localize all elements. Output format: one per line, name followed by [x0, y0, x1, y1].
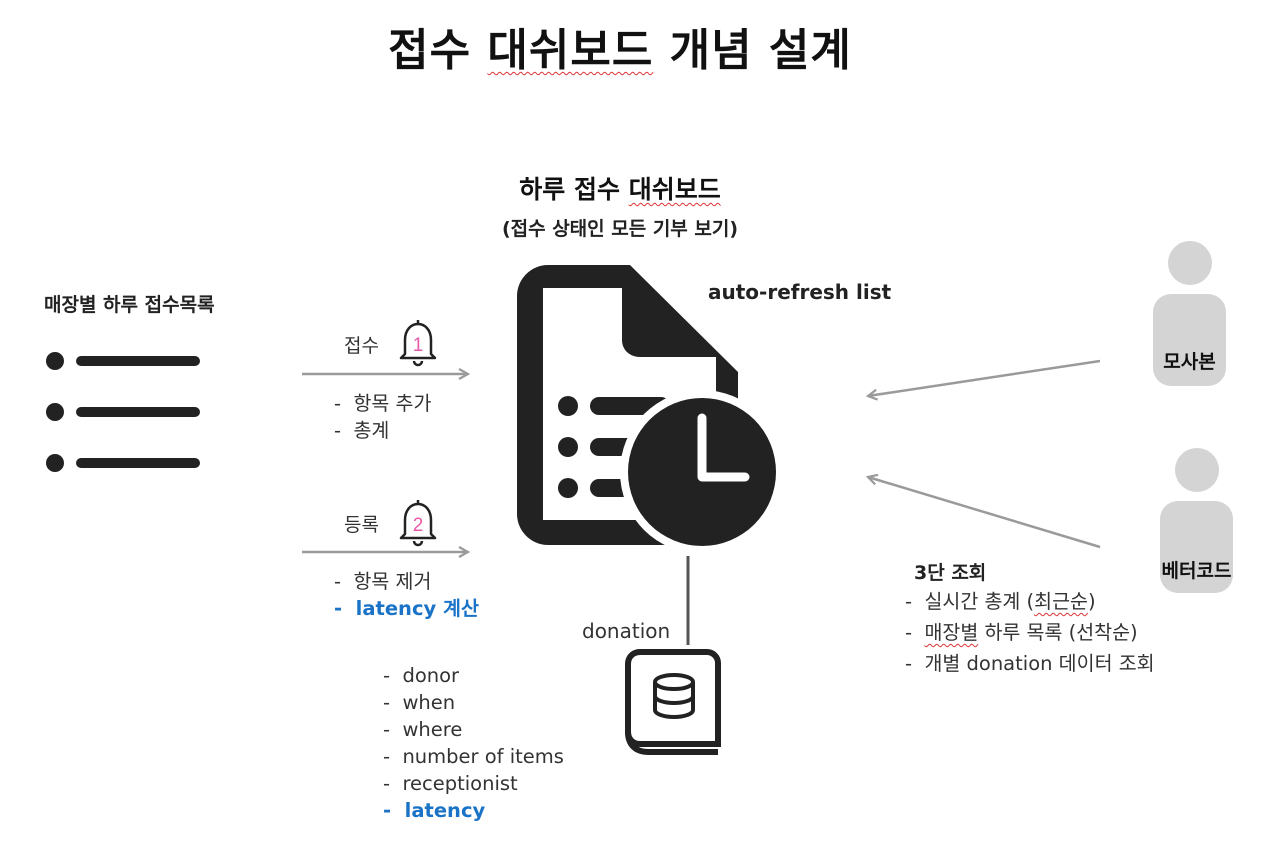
dashboard-title: 하루 접수 대쉬보드 — [420, 170, 820, 206]
bell-icon — [399, 320, 437, 367]
field-item: number of items — [383, 743, 564, 770]
lookup-item1-suffix: ) — [1087, 590, 1096, 613]
person-icon — [1160, 448, 1233, 593]
person-icon — [1153, 241, 1226, 386]
field-item: donor — [383, 662, 564, 689]
bell-icon — [399, 500, 437, 547]
dashboard-title-squiggle: 대쉬보드 — [628, 175, 721, 204]
flow2-item: 항목 제거 — [334, 568, 479, 595]
flow2-items: 항목 제거 latency 계산 — [334, 568, 479, 622]
flow1-item: 총계 — [334, 417, 431, 444]
bell-badge-1: 1 — [413, 335, 424, 356]
auto-refresh-label: auto-refresh list — [708, 280, 892, 304]
lookup-item: 개별 donation 데이터 조회 — [905, 648, 1154, 679]
dashboard-title-prefix: 하루 접수 — [519, 175, 629, 204]
user2-arrow — [868, 477, 1101, 549]
field-item: where — [383, 716, 564, 743]
flow1-label: 접수 — [344, 335, 379, 357]
lookup-item1-prefix: 실시간 총계 ( — [924, 590, 1035, 613]
user1-label: 모사본 — [1163, 351, 1216, 373]
title-suffix: 개념 설계 — [653, 25, 852, 76]
user2-label: 베터코드 — [1161, 560, 1232, 582]
lookup-item2-suffix: 하루 목록 (선착순) — [978, 621, 1138, 644]
flow1-item: 항목 추가 — [334, 390, 431, 417]
flow1-items: 항목 추가 총계 — [334, 390, 431, 444]
donation-fields: donor when where number of items recepti… — [383, 662, 564, 824]
lookup-item: 매장별 하루 목록 (선착순) — [905, 617, 1155, 648]
title-squiggle: 대쉬보드 — [487, 25, 654, 76]
user1-arrow — [868, 359, 1101, 396]
page-title: 접수 대쉬보드 개념 설계 — [0, 14, 1240, 78]
lookup-title: 3단 조회 — [914, 562, 987, 584]
lookup-items: 실시간 총계 (최근순) 매장별 하루 목록 (선착순) 개별 donation… — [905, 586, 1155, 679]
store-list-title: 매장별 하루 접수목록 — [44, 294, 215, 316]
document-clock-icon — [517, 265, 784, 554]
bullet-list-icon — [46, 352, 200, 472]
field-highlight-item: latency — [383, 797, 564, 824]
lookup-item2-squiggle: 매장별 — [924, 621, 979, 644]
dashboard-note: (접수 상태인 모든 기부 보기) — [501, 218, 739, 240]
title-prefix: 접수 — [388, 25, 488, 76]
lookup-item1-squiggle: 최근순 — [1034, 590, 1088, 613]
flow2-label: 등록 — [344, 514, 379, 536]
field-item: receptionist — [383, 770, 564, 797]
database-book-icon — [625, 649, 721, 755]
bell-badge-2: 2 — [413, 515, 424, 536]
flow2-highlight-item: latency 계산 — [334, 595, 479, 622]
field-item: when — [383, 689, 564, 716]
donation-label: donation — [582, 619, 671, 643]
lookup-item: 실시간 총계 (최근순) — [905, 586, 1155, 617]
